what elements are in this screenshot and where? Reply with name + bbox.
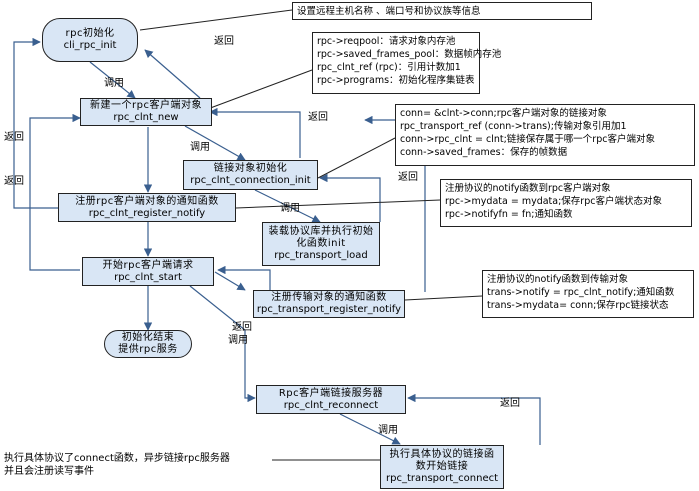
label-call: 调用 <box>190 142 210 153</box>
note-rpc-new: rpc->reqpool：请求对象内存池 rpc->saved_frames_p… <box>312 32 502 94</box>
arrow-load-return <box>319 173 381 222</box>
node-start-en: rpc_clnt_start <box>114 271 182 283</box>
arrow-left-return-2 <box>29 113 81 271</box>
node-load-en: rpc_transport_load <box>274 250 368 261</box>
node-reg-notify-zh: 注册rpc客户端对象的通知函数 <box>75 195 219 207</box>
label-return: 返回 <box>500 398 520 409</box>
node-conn-init-en: rpc_clnt_connection_init <box>190 175 311 186</box>
arrow-start-to-trans-reg <box>214 271 246 291</box>
arrow-new-return-init <box>144 49 201 99</box>
note-connect-line: 执行具体协议了connect函数，异步链接rpc服务器 <box>4 453 230 464</box>
node-rpc-clnt-start: 开始rpc客户端请求 rpc_clnt_start <box>82 257 214 286</box>
node-rpc-clnt-new-zh: 新建一个rpc客户端对象 <box>90 100 202 111</box>
note-top-text: 设置远程主机名称 、端口号和协议族等信息 <box>297 6 481 17</box>
note-line-notify <box>235 199 441 209</box>
arrow-init-to-new <box>89 61 136 99</box>
node-trans-reg-en: rpc_transport_register_notify <box>256 304 402 315</box>
node-cli-rpc-init-zh: rpc初始化 <box>65 28 115 39</box>
note-line-trans <box>404 295 483 301</box>
node-rpc-transport-connect: 执行具体协议的链接函 数开始链接 rpc_transport_connect <box>380 445 504 489</box>
label-return: 返回 <box>232 322 252 333</box>
label-return: 返回 <box>308 112 328 123</box>
note-connect-line: 并且会注册读写事件 <box>4 466 94 477</box>
arrow-left-return-1 <box>13 37 80 209</box>
label-call: 调用 <box>228 335 248 346</box>
node-cli-rpc-init-en: cli_rpc_init <box>63 40 117 51</box>
label-return: 返回 <box>4 176 24 187</box>
note-rpc-new-line: rpc->programs：初始化程序集链表 <box>317 75 475 86</box>
arrow-trans-reg-return-start <box>217 265 271 290</box>
note-notify-line: rpc->notifyfn = fn;通知函数 <box>445 209 573 220</box>
node-rpc-clnt-reconnect: Rpc客户端链接服务器 rpc_clnt_reconnect <box>256 385 406 414</box>
node-cli-rpc-init: rpc初始化 cli_rpc_init <box>42 18 138 62</box>
note-rpc-new-line: rpc->reqpool：请求对象内存池 <box>317 36 456 47</box>
note-rpc-new-line: rpc_clnt_ref (rpc)：引用计数加1 <box>317 62 461 73</box>
node-rpc-clnt-register-notify: 注册rpc客户端对象的通知函数 rpc_clnt_register_notify <box>58 193 236 222</box>
node-conn-init-zh: 链接对象初始化 <box>213 163 288 174</box>
node-init-end: 初始化结束 提供rpc服务 <box>104 330 192 358</box>
node-trans-reg-zh: 注册传输对象的通知函数 <box>271 292 387 303</box>
node-connect-zh2: 数开始链接 <box>415 461 469 472</box>
note-notify: 注册协议的notify函数到rpc客户端对象 rpc->mydata = myd… <box>440 179 692 227</box>
note-trans-line: trans->notify = rpc_clnt_notify;通知函数 <box>487 287 675 298</box>
node-reconnect-en: rpc_clnt_reconnect <box>283 399 379 411</box>
note-conn: conn= &clnt->conn;rpc客户端对象的链接对象 rpc_tran… <box>395 104 695 166</box>
note-line-conn <box>317 137 396 179</box>
label-return: 返回 <box>4 132 24 143</box>
note-conn-line: conn->rpc_clnt = clnt;链接保存属于哪一个rpc客户端对象 <box>400 134 655 145</box>
label-call: 调用 <box>378 425 398 436</box>
node-reg-notify-en: rpc_clnt_register_notify <box>88 207 206 219</box>
label-call: 调用 <box>104 78 124 89</box>
node-load-zh1: 装载协议库并执行初始 <box>268 226 374 237</box>
note-notify-line: 注册协议的notify函数到rpc客户端对象 <box>445 183 611 194</box>
note-notify-line: rpc->mydata = mydata;保存rpc客户端状态对象 <box>445 196 662 207</box>
node-end-zh2: 提供rpc服务 <box>118 344 178 355</box>
node-connect-zh1: 执行具体协议的链接函 <box>389 449 495 460</box>
note-trans: 注册协议的notify函数到传输对象 trans->notify = rpc_c… <box>482 270 694 318</box>
note-top: 设置远程主机名称 、端口号和协议族等信息 <box>292 2 592 20</box>
note-conn-line: conn->saved_frames：保存的帧数据 <box>400 147 568 158</box>
arrow-new-to-conn-init <box>184 125 246 161</box>
node-end-zh1: 初始化结束 <box>121 332 175 343</box>
node-load-zh2: 化函数init <box>296 238 346 249</box>
note-trans-line: trans->mydata= conn;保存rpc链接状态 <box>487 300 669 311</box>
node-rpc-clnt-new: 新建一个rpc客户端对象 rpc_clnt_new <box>80 98 212 126</box>
node-rpc-clnt-new-en: rpc_clnt_new <box>113 112 179 123</box>
note-conn-line: rpc_transport_ref (conn->trans);传输对象引用加1 <box>400 121 627 132</box>
note-connect: 执行具体协议了connect函数，异步链接rpc服务器 并且会注册读写事件 <box>4 452 230 478</box>
node-connect-en: rpc_transport_connect <box>385 473 499 484</box>
arrow-connect-return-reconnect <box>407 393 541 445</box>
node-start-zh: 开始rpc客户端请求 <box>102 259 194 271</box>
note-line-top <box>139 9 293 31</box>
note-trans-line: 注册协议的notify函数到传输对象 <box>487 274 628 285</box>
arrow-reconnect-to-connect <box>339 413 401 445</box>
note-rpc-new-line: rpc->saved_frames_pool：数据帧内存池 <box>317 49 502 60</box>
label-return: 返回 <box>398 172 418 183</box>
label-call: 调用 <box>280 203 300 214</box>
node-rpc-clnt-connection-init: 链接对象初始化 rpc_clnt_connection_init <box>183 160 318 190</box>
arrow-start-to-reconnect <box>189 285 256 403</box>
arrow-conn-init-return <box>209 107 301 158</box>
note-line-new <box>204 69 313 111</box>
node-rpc-transport-register-notify: 注册传输对象的通知函数 rpc_transport_register_notif… <box>253 290 405 318</box>
label-return: 返回 <box>214 36 234 47</box>
note-conn-line: conn= &clnt->conn;rpc客户端对象的链接对象 <box>400 108 607 119</box>
node-rpc-transport-load: 装载协议库并执行初始 化函数init rpc_transport_load <box>262 222 380 266</box>
node-reconnect-zh: Rpc客户端链接服务器 <box>278 387 384 399</box>
